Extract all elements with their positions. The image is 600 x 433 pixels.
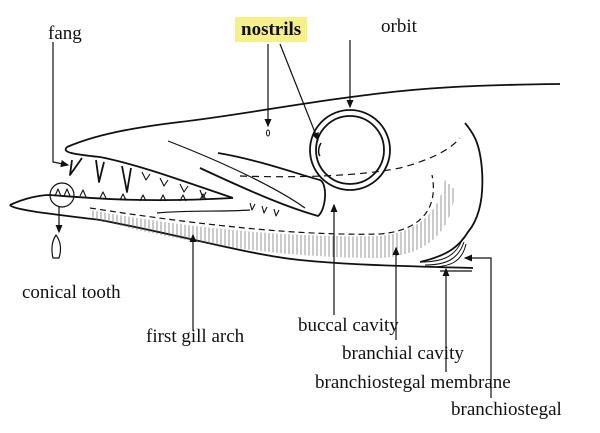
label-branchiostegal: branchiostegal (451, 399, 562, 420)
operculum-outline (419, 122, 484, 263)
lower-jaw-ventral (9, 204, 474, 269)
branchiostegal-leader (463, 254, 492, 398)
conical-tooth-detail (51, 234, 62, 259)
nostril-leader-2 (279, 43, 319, 142)
gill-arch-dashed (89, 174, 434, 235)
label-nostrils: nostrils (235, 17, 308, 42)
upper-jaw-outline (64, 146, 234, 199)
label-branchial-cavity: branchial cavity (342, 343, 464, 364)
label-buccal-cavity: buccal cavity (298, 315, 399, 336)
tooth-magnifier (49, 182, 75, 208)
orbit-inner (315, 115, 385, 185)
branchiostegal-rays (419, 239, 467, 268)
label-branchiostegal-membrane: branchiostegal membrane (315, 372, 511, 393)
buccal-dashed (239, 137, 461, 178)
fang-tooth (69, 157, 83, 176)
lower-jaw-outline (9, 194, 234, 206)
gill-filaments (90, 180, 455, 258)
orbit-outer (309, 109, 391, 191)
label-first-gill-arch: first gill arch (146, 326, 245, 347)
fang-leader (52, 42, 70, 168)
label-conical-tooth: conical tooth (22, 282, 121, 303)
head-dorsal-outline (66, 83, 561, 148)
maxilla (199, 152, 326, 217)
label-fang: fang (48, 23, 82, 44)
label-orbit: orbit (381, 16, 417, 37)
